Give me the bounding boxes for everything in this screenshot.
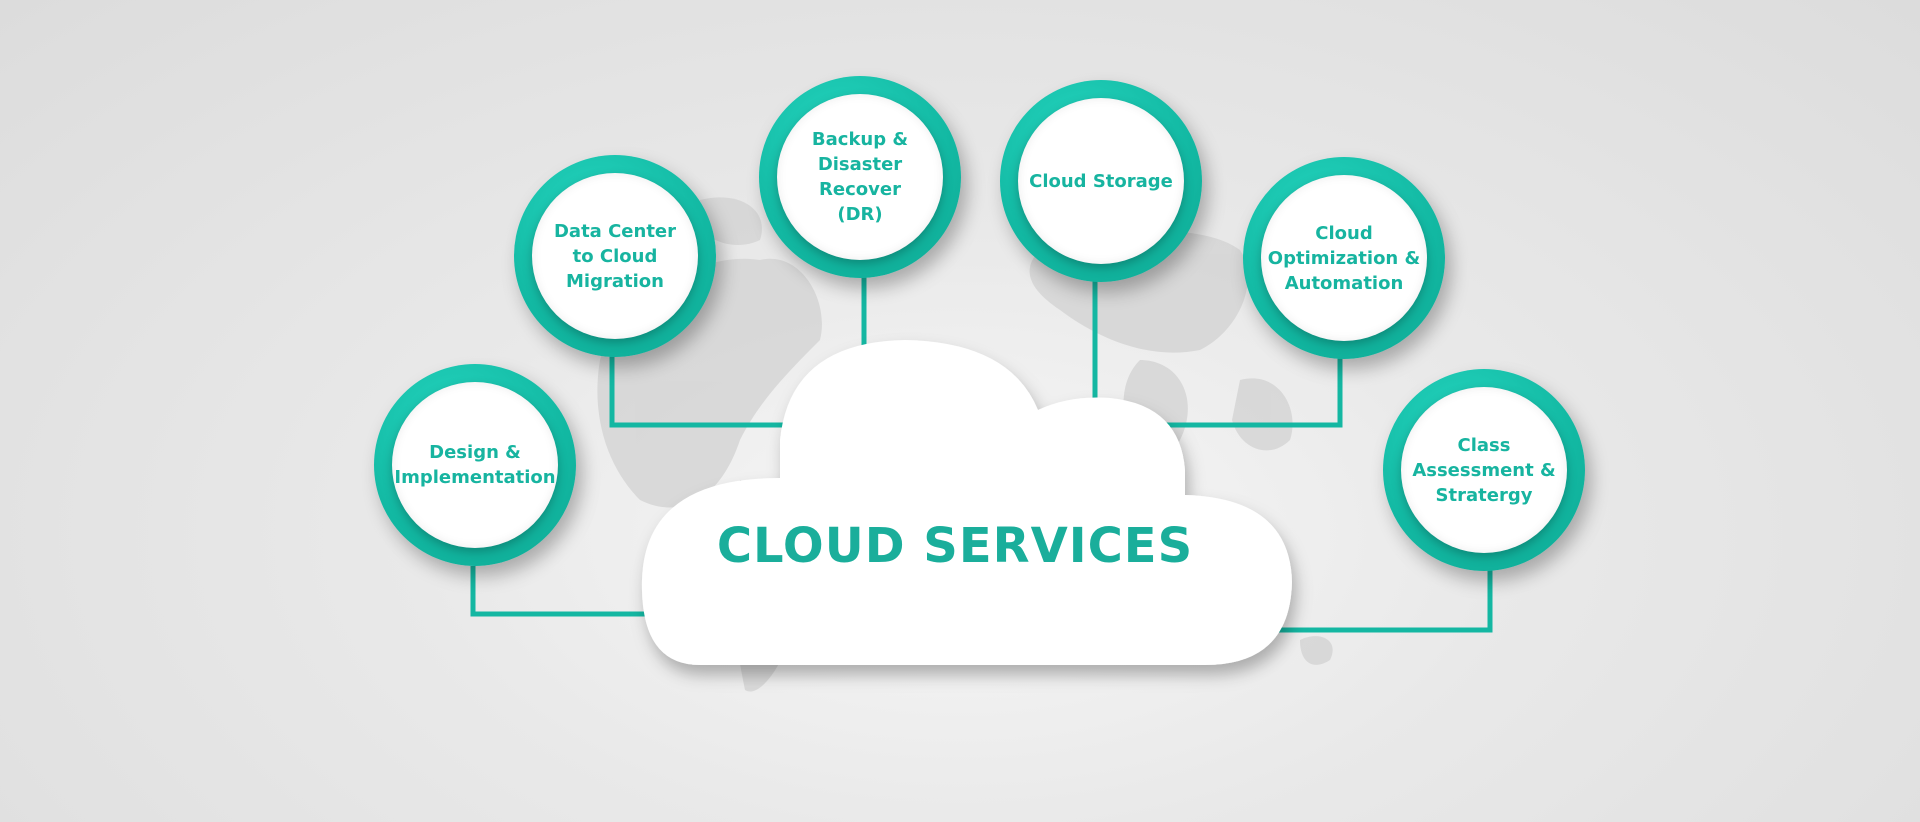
connector-design — [470, 566, 660, 617]
node-label: Class Assessment & Stratergy — [1412, 434, 1556, 506]
node-inner-circle: Cloud Optimization & Automation — [1261, 175, 1427, 341]
node-label: Cloud Storage — [1029, 170, 1173, 192]
node-data-center-migration: Data Center to Cloud Migration — [514, 155, 716, 357]
node-inner-circle: Backup & Disaster Recover (DR) — [777, 94, 943, 260]
node-label: Design & Implementation — [394, 442, 556, 488]
node-cloud-optimization-automation: Cloud Optimization & Automation — [1243, 157, 1445, 359]
node-inner-circle: Class Assessment & Stratergy — [1401, 387, 1567, 553]
node-class-assessment-strategy: Class Assessment & Stratergy — [1383, 369, 1585, 571]
node-design-implementation: Design & Implementation — [374, 364, 576, 566]
node-inner-circle: Cloud Storage — [1018, 98, 1184, 264]
node-label: Cloud Optimization & Automation — [1267, 222, 1421, 294]
node-cloud-storage: Cloud Storage — [1000, 80, 1202, 282]
node-label: Backup & Disaster Recover (DR) — [811, 129, 909, 225]
node-backup-disaster-recovery: Backup & Disaster Recover (DR) — [759, 76, 961, 278]
cloud-shape — [641, 340, 1292, 665]
node-inner-circle: Design & Implementation — [392, 382, 558, 548]
node-label: Data Center to Cloud Migration — [553, 220, 677, 292]
connector-migration — [609, 355, 800, 428]
connector-lines — [470, 276, 1493, 633]
connector-optimization — [1155, 356, 1343, 428]
connector-assessment — [1270, 566, 1493, 633]
cloud-services-title: CLOUD SERVICES — [716, 518, 1194, 574]
node-inner-circle: Data Center to Cloud Migration — [532, 173, 698, 339]
